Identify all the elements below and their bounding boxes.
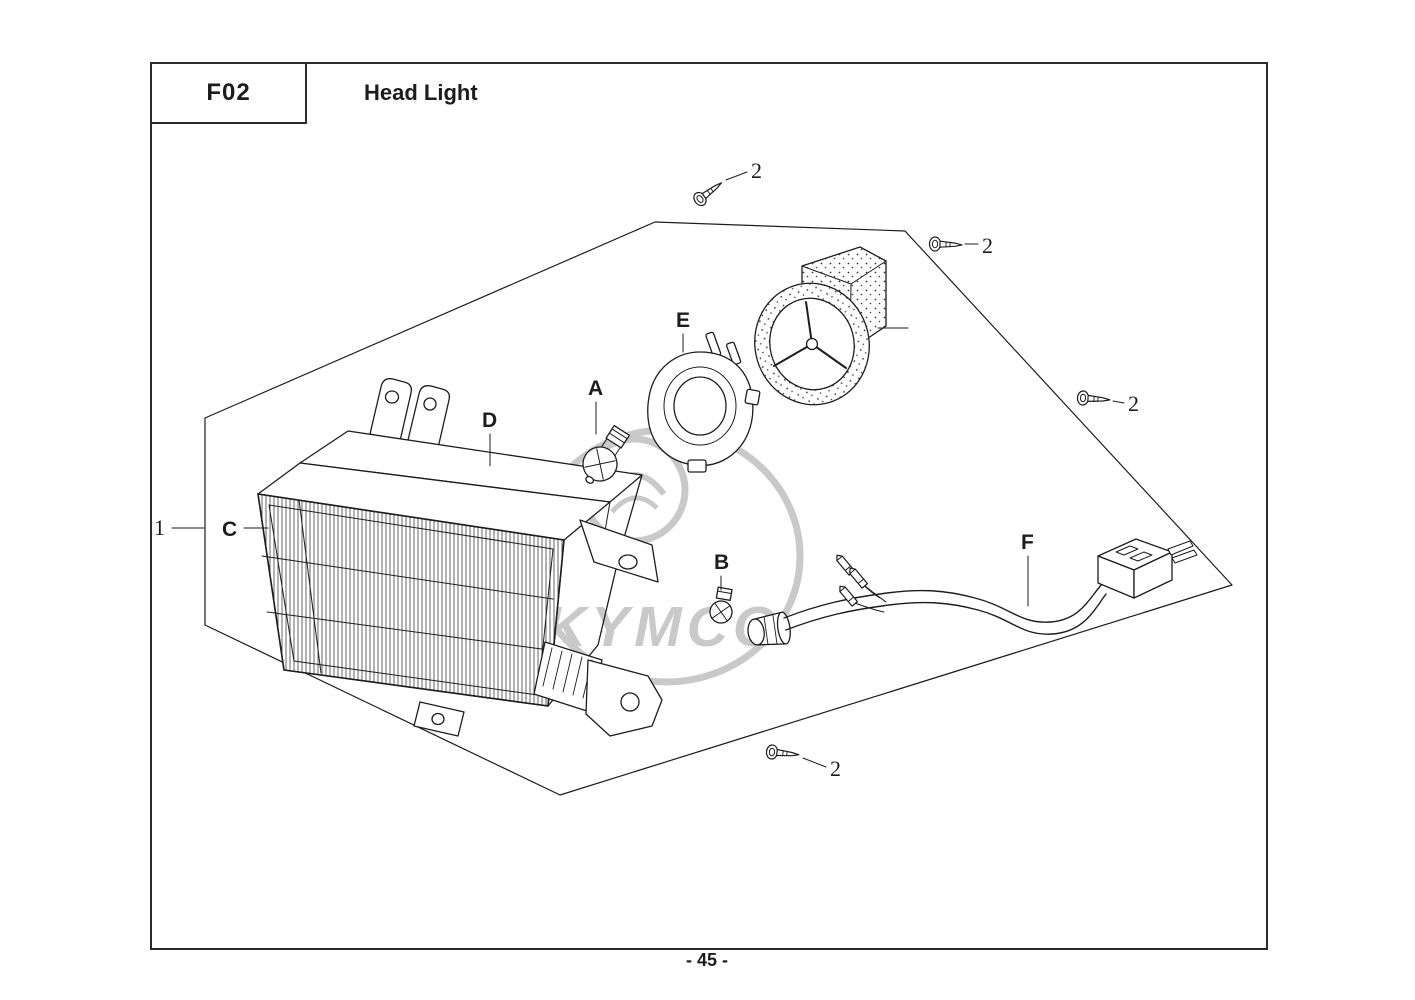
screw-bottom (765, 743, 827, 768)
screw-right (1076, 389, 1125, 408)
screw-upper-right (928, 236, 979, 253)
bulb-retainer-e (647, 331, 761, 473)
harness-connector (1097, 538, 1198, 599)
callout-bulb-b: B (714, 551, 729, 574)
section-code: F02 (206, 79, 251, 106)
callout-unit-c: C (222, 518, 237, 541)
rubber-boot (754, 246, 909, 406)
headlight-assembly (257, 378, 663, 737)
callout-retainer-e: E (676, 309, 690, 332)
page-border (150, 62, 1268, 950)
section-code-box: F02 (150, 62, 307, 124)
callout-harness-f: F (1021, 531, 1034, 554)
callout-screw-top: 2 (751, 158, 762, 183)
headlight-bulb-a (582, 424, 630, 484)
callout-assembly-1: 1 (154, 515, 165, 540)
callout-screw-upper-right: 2 (982, 233, 993, 258)
watermark-text: KYMCO (545, 595, 782, 659)
boundary-plane (204, 221, 1233, 796)
callout-housing-d: D (482, 409, 497, 432)
callout-screw-right: 2 (1128, 391, 1139, 416)
callout-screw-bottom: 2 (830, 756, 841, 781)
screw-top (690, 171, 748, 209)
callout-bulb-a: A (588, 377, 603, 400)
page-number: - 45 - (685, 950, 728, 970)
position-bulb-b (709, 586, 733, 624)
wire-harness-f (747, 538, 1198, 646)
page-title: Head Light (364, 80, 478, 105)
